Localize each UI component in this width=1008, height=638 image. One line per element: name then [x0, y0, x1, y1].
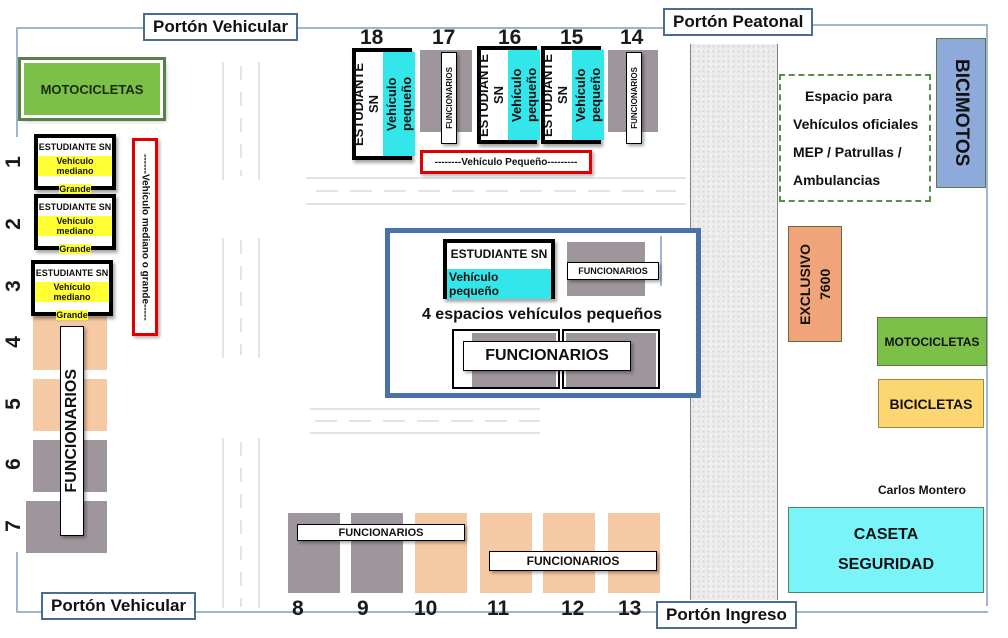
road-line — [258, 62, 260, 180]
lane-label-small: --------Vehículo Pequeño--------- — [420, 150, 592, 174]
road-center-dash — [240, 442, 242, 607]
vehicle-size-label: Grande — [59, 244, 91, 254]
gate-entrance: Portón Ingreso — [656, 601, 797, 629]
vehicle-size-label: Grande — [59, 184, 91, 194]
vehicle-size-label: Vehículo pequeño — [383, 52, 415, 156]
pedestrian-walkway — [690, 44, 778, 600]
stall-number-17: 17 — [432, 26, 456, 49]
student-label: ESTUDIANTE SN — [38, 202, 112, 212]
boundary-top-right — [810, 24, 988, 26]
stall-number-8: 8 — [292, 597, 304, 620]
vehicle-size-label: Vehículo mediano — [38, 156, 112, 176]
gate-vehicular-bottom: Portón Vehicular — [41, 592, 197, 620]
student-stall-18: ESTUDIANTE SN Vehículo pequeño — [351, 48, 415, 160]
center-divider — [660, 236, 662, 286]
road-line — [306, 203, 686, 205]
road-line — [222, 438, 224, 608]
stall-number-14: 14 — [620, 26, 644, 49]
road-line — [306, 177, 686, 179]
center-caption: 4 espacios vehículos pequeños — [421, 306, 663, 323]
student-stall-1: ESTUDIANTE SN Vehículo mediano Grande — [34, 134, 116, 194]
road-center-dash — [240, 66, 242, 176]
stall-number-12: 12 — [561, 597, 585, 620]
boundary-top-left — [16, 27, 676, 29]
stall-number-2: 2 — [1, 218, 25, 230]
boundary-left-lower — [16, 552, 18, 612]
student-label: ESTUDIANTE SN — [35, 268, 109, 278]
lane-label-medium-large: ------Vehículo mediano o grande----- — [132, 138, 158, 336]
official-vehicles-area: Espacio para Vehículos oficiales MEP / P… — [779, 74, 931, 202]
motorcycle-label: MOTOCICLETAS — [40, 81, 144, 97]
student-stall-15: ESTUDIANTE SN Vehículo pequeño — [540, 46, 604, 144]
staff-label-17: FUNCIONARIOS — [441, 52, 457, 144]
motorcycle-area-left: MOTOCICLETAS — [18, 57, 166, 121]
staff-label-bottom-left: FUNCIONARIOS — [297, 524, 465, 541]
center-staff-label-small: FUNCIONARIOS — [567, 262, 659, 280]
road-line — [310, 408, 540, 410]
stall-number-10: 10 — [414, 597, 438, 620]
stall-number-6: 6 — [1, 458, 25, 470]
student-stall-3: ESTUDIANTE SN Vehículo mediano Grande — [31, 260, 113, 320]
vehicle-size-label: Grande — [56, 310, 88, 320]
vehicle-size-label: Vehículo mediano — [38, 216, 112, 236]
road-line — [310, 432, 540, 434]
guard-name: Carlos Montero — [878, 483, 967, 497]
vehicle-size-label: Vehículo pequeño — [572, 50, 604, 140]
road-center-dash — [315, 420, 540, 422]
bicycle-area: BICICLETAS — [878, 379, 984, 428]
student-label: ESTUDIANTE SN — [450, 247, 548, 261]
road-center-dash — [316, 190, 676, 192]
stall-number-13: 13 — [618, 597, 642, 620]
gate-vehicular-top: Portón Vehicular — [143, 13, 299, 41]
stall-number-1: 1 — [1, 156, 25, 168]
vehicle-size-label: Vehículo pequeño — [508, 50, 540, 140]
stall-number-7: 7 — [1, 520, 25, 532]
student-label: ESTUDIANTE SN — [38, 142, 112, 152]
gate-pedestrian: Portón Peatonal — [663, 8, 814, 36]
staff-label-left: FUNCIONARIOS — [60, 326, 84, 536]
boundary-right — [986, 24, 988, 606]
vehicle-size-label: Vehículo pequeño — [447, 269, 551, 299]
exclusive-7600-stall: EXCLUSIVO 7600 — [788, 226, 842, 342]
stall-number-4: 4 — [1, 336, 25, 348]
center-student-stall: ESTUDIANTE SN Vehículo pequeño — [443, 239, 555, 299]
stall-number-18: 18 — [360, 26, 384, 49]
stall-number-11: 11 — [487, 597, 510, 620]
student-stall-2: ESTUDIANTE SN Vehículo mediano Grande — [34, 194, 116, 254]
boundary-left — [16, 27, 18, 137]
vehicle-size-label: Vehículo mediano — [35, 282, 109, 302]
road-center-dash — [240, 240, 242, 355]
stall-number-16: 16 — [498, 26, 522, 49]
boundary-bottom — [16, 611, 988, 613]
security-booth: CASETA SEGURIDAD — [788, 507, 984, 593]
student-label: ESTUDIANTE SN — [476, 53, 506, 137]
motorcycle-area-right: MOTOCICLETAS — [877, 317, 987, 366]
staff-label-14: FUNCIONARIOS — [626, 52, 642, 144]
road-line — [222, 238, 224, 358]
student-label: ESTUDIANTE SN — [351, 62, 381, 146]
road-line — [258, 438, 260, 608]
stall-number-3: 3 — [1, 280, 25, 292]
stall-number-15: 15 — [560, 26, 584, 49]
bicimotos-area: BICIMOTOS — [936, 38, 986, 188]
road-line — [258, 238, 260, 358]
staff-label-bottom-right: FUNCIONARIOS — [489, 551, 657, 571]
student-stall-16: ESTUDIANTE SN Vehículo pequeño — [476, 46, 540, 144]
center-staff-label-large: FUNCIONARIOS — [463, 341, 631, 371]
student-label: ESTUDIANTE SN — [540, 53, 570, 137]
stall-number-5: 5 — [1, 398, 25, 410]
road-line — [222, 62, 224, 180]
stall-number-9: 9 — [357, 597, 369, 620]
